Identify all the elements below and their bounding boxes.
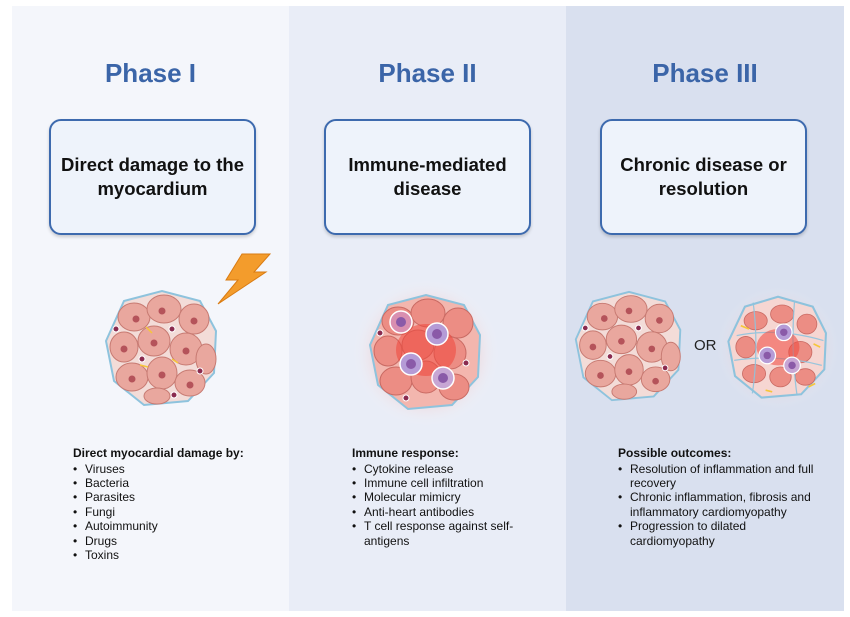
list-item: Immune cell infiltration: [352, 476, 552, 491]
phase-2-box: Immune-mediated disease: [324, 119, 531, 235]
phase-1-list-heading: Direct myocardial damage by:: [73, 446, 244, 460]
inflamed-myocardium-illustration: [352, 279, 500, 427]
list-item: T cell response against self-antigens: [352, 519, 552, 548]
list-item: Viruses: [73, 462, 283, 477]
phase-3-title: Phase III: [652, 58, 758, 88]
phase-3-panel: Phase III Chronic disease or resolution …: [566, 6, 844, 611]
fibrotic-myocardium-illustration: [716, 286, 840, 410]
list-item: Progression to dilated cardiomyopathy: [618, 519, 833, 548]
phase-1-title: Phase I: [104, 58, 197, 88]
list-item: Molecular mimicry: [352, 490, 552, 505]
list-item: Autoimmunity: [73, 519, 283, 534]
phase-2-title: Phase II: [378, 58, 477, 88]
list-item: Drugs: [73, 534, 283, 549]
lightning-bolt-icon: [217, 253, 272, 305]
list-item: Chronic inflammation, fibrosis and infla…: [618, 490, 833, 519]
recovered-myocardium-illustration: [574, 290, 682, 402]
list-item: Bacteria: [73, 476, 283, 491]
list-item: Fungi: [73, 505, 283, 520]
phase-1-list: Direct myocardial damage by: Viruses Bac…: [73, 446, 283, 563]
phase-2-list: Immune response: Cytokine release Immune…: [352, 446, 552, 548]
phase-1-panel: Phase I Direct damage to the myocardium: [12, 6, 289, 611]
healthy-myocardium-illustration: [104, 289, 218, 407]
phase-1-box: Direct damage to the myocardium: [49, 119, 256, 235]
list-item: Anti-heart antibodies: [352, 505, 552, 520]
phase-3-list-heading: Possible outcomes:: [618, 446, 732, 460]
phase-3-list: Possible outcomes: Resolution of inflamm…: [618, 446, 833, 548]
phase-3-box: Chronic disease or resolution: [600, 119, 807, 235]
list-item: Parasites: [73, 490, 283, 505]
list-item: Toxins: [73, 548, 283, 563]
or-label: OR: [694, 337, 717, 354]
list-item: Cytokine release: [352, 462, 552, 477]
list-item: Resolution of inflammation and full reco…: [618, 462, 833, 491]
phase-2-panel: Phase II Immune-mediated disease: [289, 6, 566, 611]
phase-2-list-heading: Immune response:: [352, 446, 459, 460]
